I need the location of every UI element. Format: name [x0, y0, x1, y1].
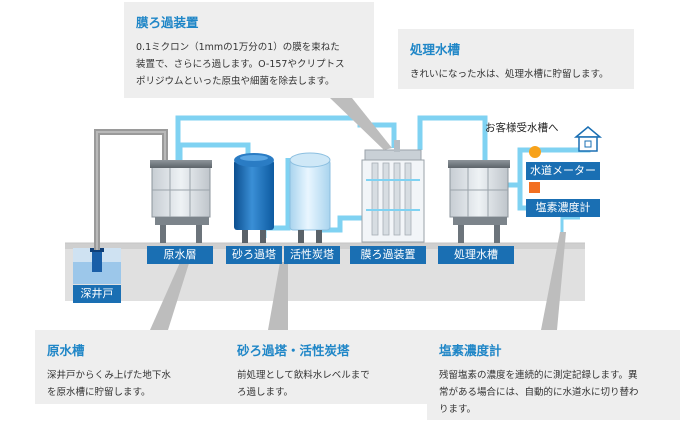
leader-chlorine	[541, 232, 566, 330]
callout-body: 残留塩素の濃度を連続的に測定記録します。異 常がある場合には、自動的に水道水に切…	[439, 367, 668, 418]
label-raw-tank: 原水層	[147, 246, 213, 264]
callout-line: 深井戸からくみ上げた地下水	[47, 370, 171, 381]
callout-treated: 処理水槽 きれいになった水は、処理水槽に貯留します。	[398, 29, 634, 89]
callout-chlorine: 塩素濃度計 残留塩素の濃度を連続的に測定記録します。異 常がある場合には、自動的…	[427, 330, 680, 420]
callout-line: 前処理として飲料水レベルまで	[237, 370, 370, 381]
callout-body: 深井戸からくみ上げた地下水 を原水槽に貯留します。	[47, 367, 218, 401]
leader-lines	[150, 98, 566, 330]
treated-water-tank	[448, 160, 510, 243]
carbon-tower	[289, 152, 331, 243]
house-icon	[573, 126, 603, 152]
membrane-to-treated-pipe	[417, 115, 488, 160]
callout-title: 塩素濃度計	[439, 343, 502, 358]
membrane-filtration-unit	[361, 140, 425, 243]
water-meter-marker	[529, 146, 541, 158]
callout-body: 0.1ミクロン（1mmの1万分の1）の膜を束ねた 装置で、さらにろ過します。O-…	[136, 39, 362, 90]
callout-body: 前処理として飲料水レベルまで ろ過します。	[237, 367, 423, 401]
leader-rawwater	[150, 258, 190, 330]
callout-line: 0.1ミクロン（1mmの1万分の1）の膜を束ねた	[136, 42, 340, 53]
callout-sand-carbon: 砂ろ過塔・活性炭塔 前処理として飲料水レベルまで ろ過します。	[225, 330, 435, 404]
callout-line: ります。	[439, 404, 477, 415]
callout-line: 残留塩素の濃度を連続的に測定記録します。異	[439, 370, 638, 381]
label-carbon-tower: 活性炭塔	[284, 246, 340, 264]
callout-line: 常がある場合には、自動的に水道水に切り替わ	[439, 387, 639, 398]
sand-filter-tower	[234, 153, 274, 243]
deep-well-pit	[73, 248, 121, 284]
callout-line: ろ過します。	[237, 387, 294, 398]
raw-water-tank	[150, 160, 212, 243]
callout-membrane: 膜ろ過装置 0.1ミクロン（1mmの1万分の1）の膜を束ねた 装置で、さらにろ過…	[124, 2, 374, 98]
label-water-meter: 水道メーター	[526, 162, 600, 180]
callout-title: 処理水槽	[410, 42, 461, 57]
callout-title: 原水槽	[47, 343, 85, 358]
callout-line: ポリジウムといった原虫や細菌を除去します。	[136, 76, 335, 87]
callout-title: 膜ろ過装置	[136, 15, 199, 30]
callout-rawwater: 原水槽 深井戸からくみ上げた地下水 を原水槽に貯留します。	[35, 330, 230, 404]
callout-line: きれいになった水は、処理水槽に貯留します。	[410, 69, 609, 80]
callout-body: きれいになった水は、処理水槽に貯留します。	[410, 66, 622, 83]
meter-to-chlorine-pipe	[517, 185, 528, 211]
leader-sand	[268, 262, 288, 330]
well-riser-pipe-inner	[96, 131, 166, 250]
callout-title: 砂ろ過塔・活性炭塔	[237, 343, 350, 358]
label-chlorine-meter: 塩素濃度計	[526, 199, 600, 217]
label-sand-filter: 砂ろ過塔	[226, 246, 282, 264]
leader-membrane	[330, 98, 392, 150]
callout-line: 装置で、さらにろ過します。O-157やクリプトス	[136, 59, 345, 70]
customer-tank-label: お客様受水槽へ	[485, 122, 559, 134]
label-well: 深井戸	[73, 285, 121, 303]
chlorine-sensor-marker	[529, 182, 540, 193]
label-membrane-unit: 膜ろ過装置	[350, 246, 426, 264]
carbon-to-membrane-pipe	[322, 215, 372, 233]
label-treated-tank: 処理水槽	[438, 246, 514, 264]
callout-line: を原水槽に貯留します。	[47, 387, 151, 398]
